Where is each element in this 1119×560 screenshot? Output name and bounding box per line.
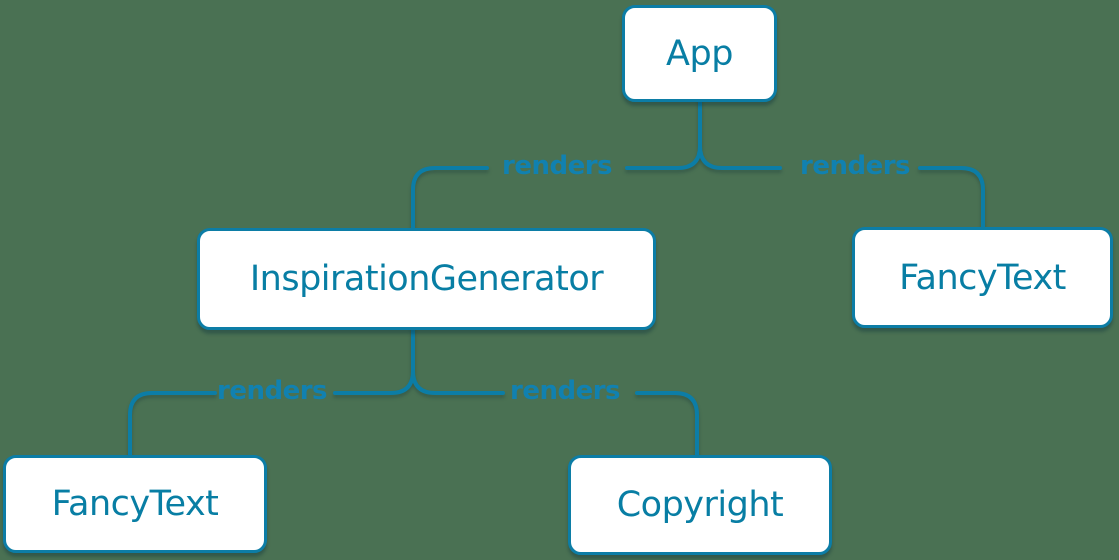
edge-inspirationgenerator-fancytext-drop xyxy=(128,391,217,469)
node-copyright-label: Copyright xyxy=(616,485,784,525)
edge-label-renders-app-fancytext: renders xyxy=(799,151,911,181)
node-app-label: App xyxy=(666,33,733,74)
edge-inspirationgenerator-fancytext-stem xyxy=(333,322,415,395)
edge-label-renders-inspirationgenerator-fancytext: renders xyxy=(216,376,328,406)
node-app: App xyxy=(622,5,777,102)
edge-label-renders-inspirationgenerator-copyright: renders xyxy=(509,376,621,406)
edge-inspirationgenerator-copyright-drop xyxy=(635,391,699,469)
node-inspiration-generator-label: InspirationGenerator xyxy=(249,259,604,299)
edge-app-inspirationgenerator-stem xyxy=(625,94,702,170)
edge-app-fancytext-stem xyxy=(698,144,782,170)
edge-app-fancytext-drop xyxy=(918,166,985,241)
edge-label-renders-app-inspirationgenerator: renders xyxy=(501,151,613,181)
node-fancy-text-top-label: FancyText xyxy=(899,257,1066,298)
node-fancy-text-bottom-label: FancyText xyxy=(51,484,219,524)
node-copyright: Copyright xyxy=(568,455,832,555)
node-inspiration-generator: InspirationGenerator xyxy=(197,228,656,330)
node-fancy-text-bottom: FancyText xyxy=(3,455,267,553)
edge-inspirationgenerator-copyright-stem xyxy=(411,369,505,395)
edge-app-inspirationgenerator-drop xyxy=(411,166,489,242)
node-fancy-text-top: FancyText xyxy=(852,227,1113,328)
